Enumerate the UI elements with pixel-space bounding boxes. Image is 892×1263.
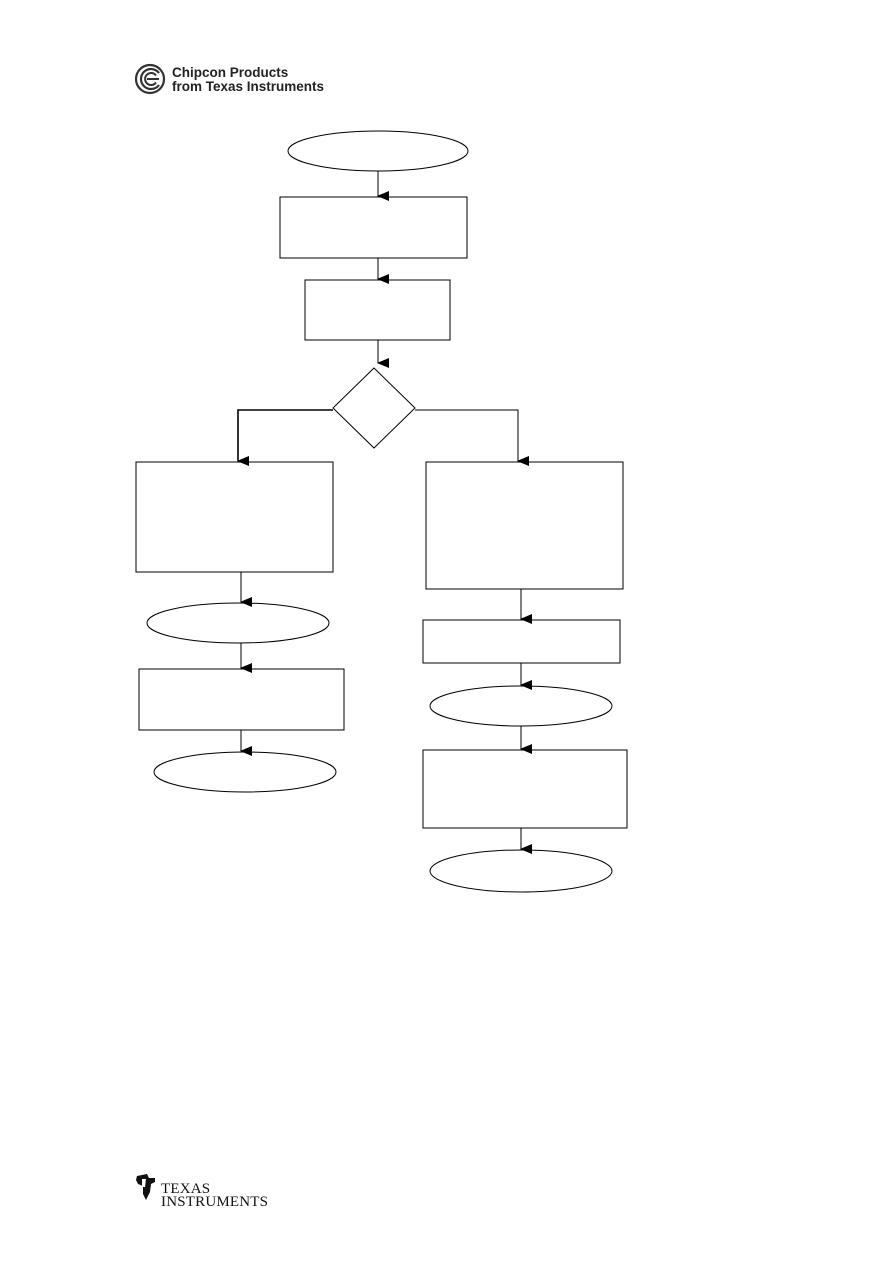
- chipcon-logo-icon: [134, 63, 166, 95]
- chipcon-logo: Chipcon Products from Texas Instruments: [134, 62, 374, 98]
- brand-line-1: Chipcon Products: [172, 65, 289, 80]
- step2-process-box: [304, 279, 451, 341]
- right-process1-box: [425, 461, 624, 590]
- left-process2-box: [138, 668, 345, 731]
- left-process1-box: [135, 461, 334, 573]
- step1-process-box: [279, 196, 468, 259]
- left-terminal1-terminator: [146, 602, 330, 644]
- texas-instruments-logo-icon: [136, 1174, 155, 1200]
- right-terminal2-terminator: [429, 849, 613, 893]
- edge-decision-to-left-process1: [237, 409, 333, 466]
- brand-line-2: from Texas Instruments: [172, 79, 325, 94]
- ti-line-1: TEXAS: [161, 1181, 211, 1197]
- ti-line-2: INSTRUMENTS: [161, 1194, 269, 1210]
- right-process3-box: [422, 749, 628, 829]
- right-terminal1-terminator: [429, 685, 613, 727]
- start-terminator: [287, 130, 469, 172]
- right-process2-box: [422, 619, 621, 664]
- decision-diamond: [332, 367, 416, 449]
- texas-instruments-logo: TEXAS INSTRUMENTS: [133, 1172, 268, 1212]
- left-terminal2-terminator: [153, 751, 337, 793]
- edge-decision-to-right-process1: [415, 409, 529, 466]
